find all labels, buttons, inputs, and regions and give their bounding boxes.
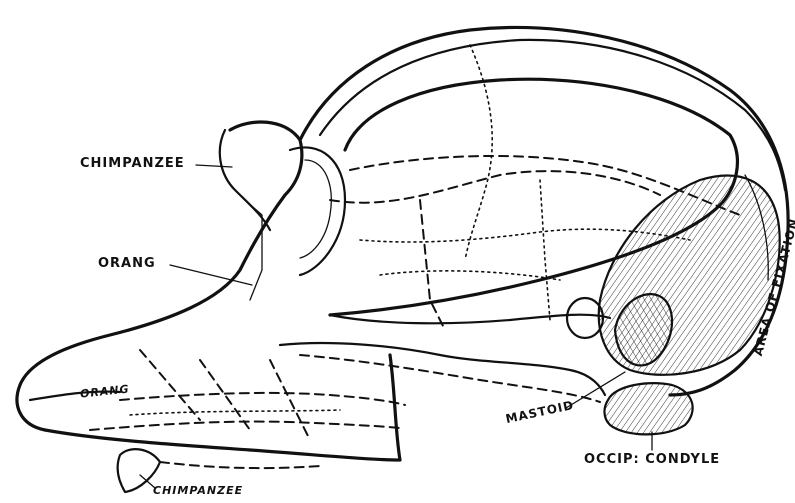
- orbit-inner: [300, 160, 331, 258]
- vertical-dashed: [420, 200, 445, 330]
- suture-line-1: [465, 45, 492, 260]
- leader-chimpanzee-top: [196, 165, 232, 167]
- vertical-dotted: [540, 180, 550, 320]
- label-occip-condyle: OCCIP: CONDYLE: [584, 452, 720, 467]
- jaw-cross-dashed: [140, 350, 310, 440]
- label-chimpanzee-bottom: CHIMPANZEE: [153, 484, 243, 497]
- occipital-condyle: [604, 383, 692, 434]
- suture-line-2: [330, 171, 660, 203]
- label-orang-upper: ORANG: [98, 256, 156, 271]
- palate-dashed-1: [120, 393, 405, 405]
- foramen-ring: [567, 298, 603, 338]
- cranium-inner-outline: [320, 40, 785, 190]
- suture-line-5: [380, 271, 560, 280]
- zygomatic-arch: [280, 343, 605, 395]
- chimpanzee-jaw-line: [160, 462, 320, 468]
- palate-dotted: [130, 410, 340, 415]
- zygomatic-dashed: [300, 355, 600, 402]
- orbit-outline: [290, 147, 345, 275]
- label-chimpanzee-top: CHIMPANZEE: [80, 156, 185, 171]
- maxilla-outline: [45, 355, 400, 460]
